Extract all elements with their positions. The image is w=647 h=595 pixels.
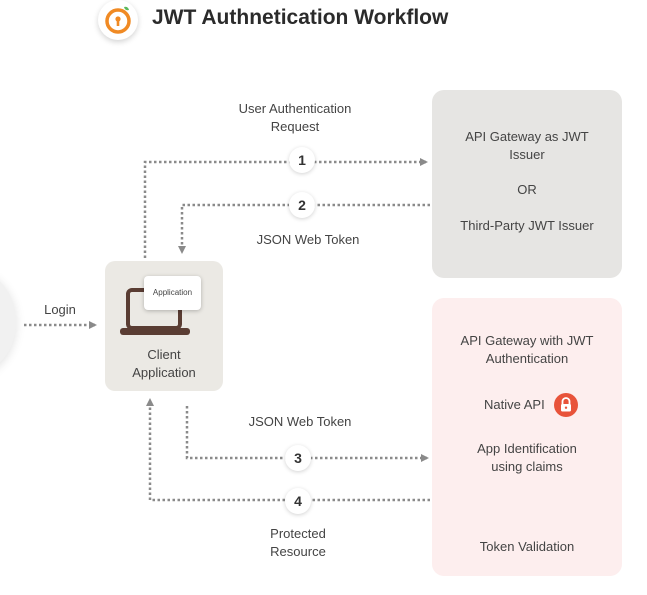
client-label-line2: Application — [132, 365, 196, 380]
step-badge-4: 4 — [285, 488, 311, 514]
page-title: JWT Authnetication Workflow — [152, 6, 449, 29]
native-api-label: Native API — [484, 397, 545, 412]
issuer-line2: Issuer — [509, 147, 545, 162]
token-send-label: JSON Web Token — [248, 414, 352, 429]
request-label-line2: Request — [270, 119, 320, 134]
resource-label-line2: Resource — [270, 544, 326, 559]
arrow-4-resource — [146, 398, 430, 502]
third-party-issuer: Third-Party JWT Issuer — [460, 218, 594, 233]
step-badge-1: 1 — [289, 147, 315, 173]
issuer-line1: API Gateway as JWT — [465, 129, 589, 144]
key-lock-logo-icon — [98, 0, 138, 40]
arrow-1-request — [143, 158, 428, 258]
application-card: Application — [144, 276, 201, 310]
client-label-line1: Client — [147, 347, 181, 362]
request-label-line1: User Authentication — [238, 101, 352, 116]
step-badge-3: 3 — [285, 445, 311, 471]
token-return-label: JSON Web Token — [256, 232, 360, 247]
login-label: Login — [44, 302, 76, 317]
jwt-issuer-box — [432, 90, 622, 278]
step-badge-2: 2 — [289, 192, 315, 218]
resource-label-line1: Protected — [270, 526, 326, 541]
gateway-line1: API Gateway with JWT — [460, 333, 594, 348]
gateway-line2: Authentication — [485, 351, 569, 366]
ident-line1: App Identification — [477, 441, 577, 456]
ident-line2: using claims — [491, 459, 563, 474]
issuer-or: OR — [517, 182, 537, 197]
lock-icon — [554, 393, 578, 417]
arrow-3-token-send — [185, 406, 429, 462]
api-gateway-box — [432, 298, 622, 576]
token-validation-label: Token Validation — [479, 539, 575, 554]
